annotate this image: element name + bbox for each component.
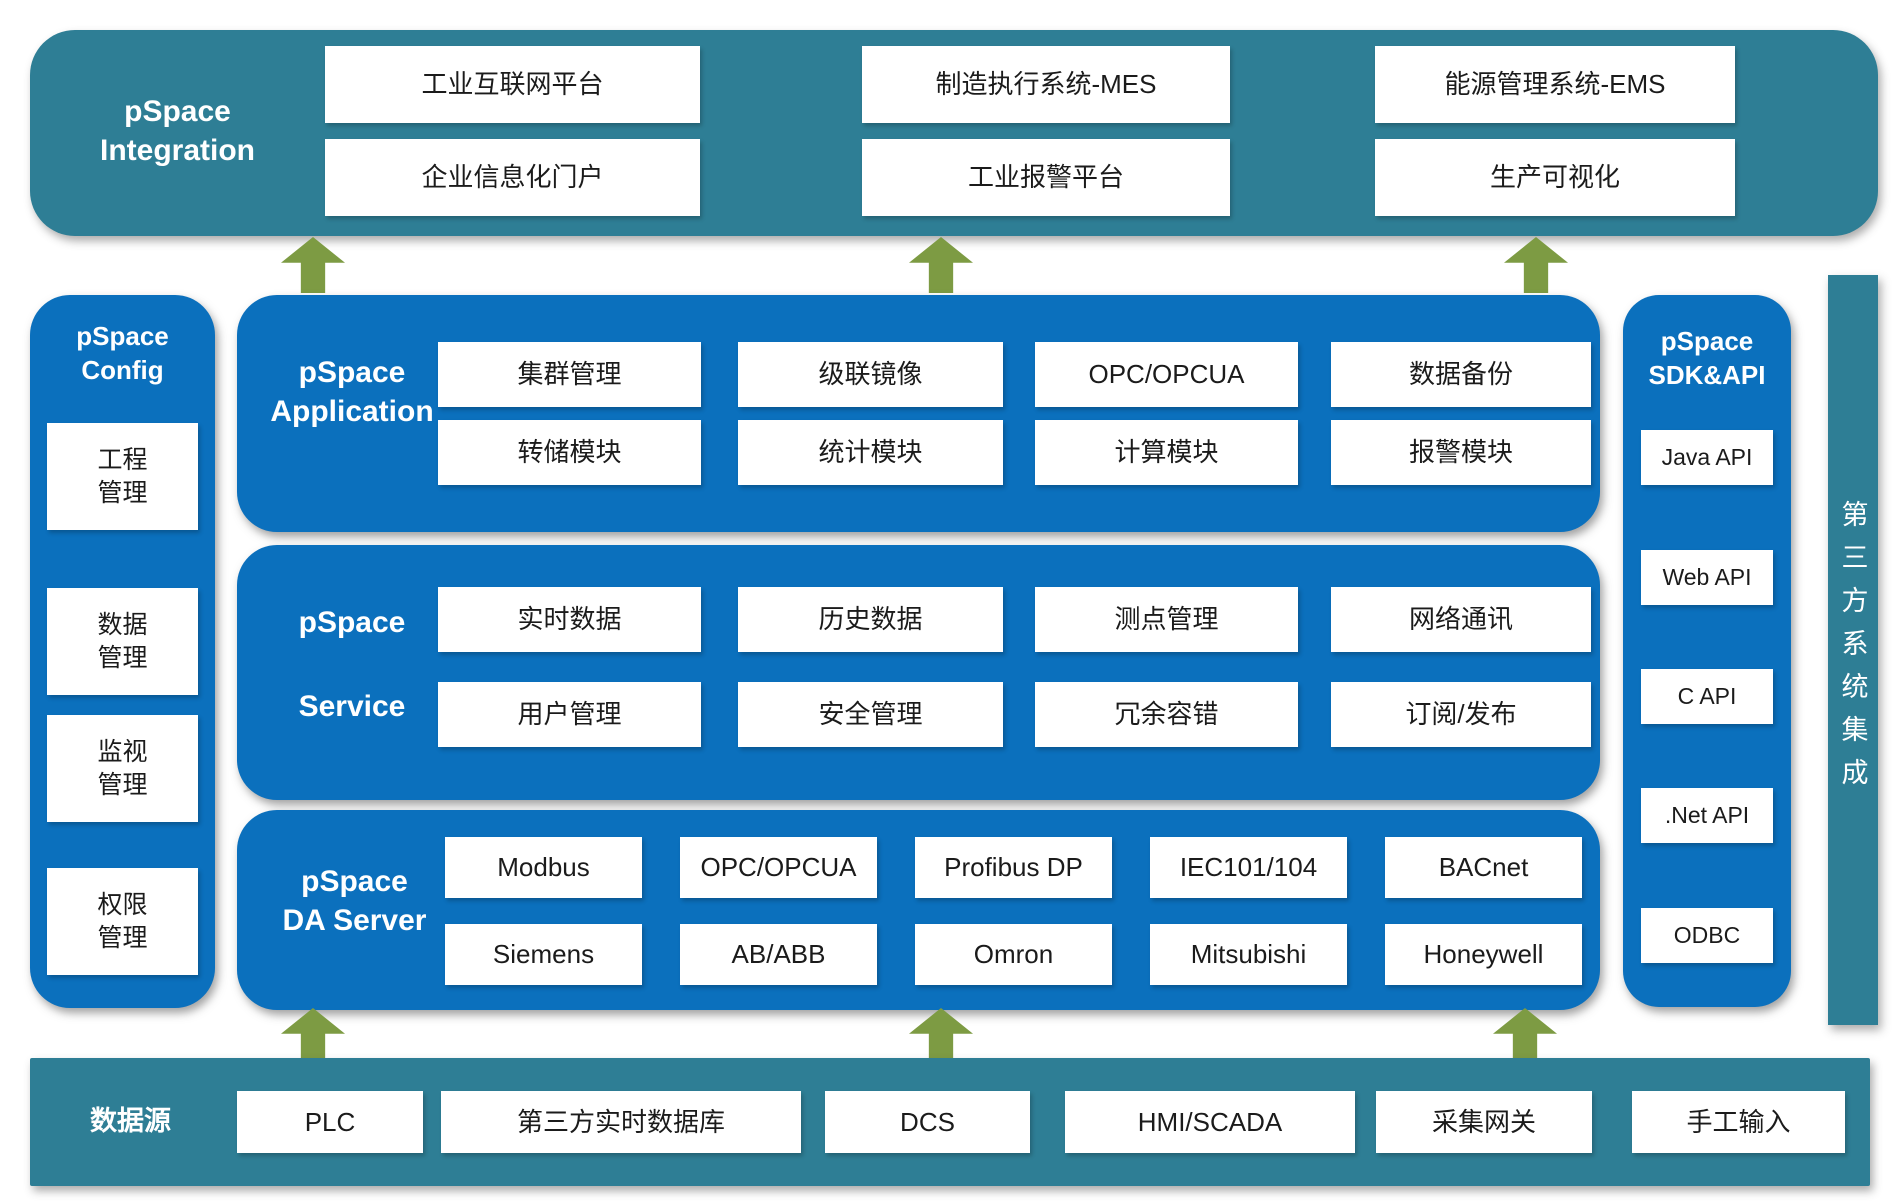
- datasource-box-dcs: DCS: [825, 1091, 1030, 1153]
- up-arrow-icon: [1493, 1008, 1557, 1064]
- config-title: pSpace Config: [76, 321, 169, 385]
- service-box-subscribe-publish: 订阅/发布: [1331, 682, 1591, 747]
- third-party-integration-label: 第三方系统集成: [1837, 499, 1868, 801]
- da-box-siemens: Siemens: [445, 924, 642, 985]
- service-box-security-management: 安全管理: [738, 682, 1003, 747]
- da-server-panel: pSpace DA Server Modbus OPC/OPCUA Profib…: [237, 810, 1600, 1010]
- sdk-api-title: pSpace SDK&API: [1648, 326, 1766, 390]
- da-box-honeywell: Honeywell: [1385, 924, 1582, 985]
- service-box-redundancy-fault-tolerance: 冗余容错: [1035, 682, 1298, 747]
- config-panel: pSpace Config 工程 管理 数据 管理 监视 管理 权限 管理: [30, 295, 215, 1008]
- app-box-cluster-management: 集群管理: [438, 342, 701, 407]
- sdk-box-odbc: ODBC: [1641, 908, 1773, 963]
- da-box-iec101-104: IEC101/104: [1150, 837, 1347, 898]
- service-box-history-data: 历史数据: [738, 587, 1003, 652]
- datasource-box-collection-gateway: 采集网关: [1376, 1091, 1592, 1153]
- sdk-box-web-api: Web API: [1641, 550, 1773, 605]
- integration-box-ems: 能源管理系统-EMS: [1375, 46, 1735, 123]
- datasource-title: 数据源: [90, 1106, 171, 1137]
- config-box-monitor-management: 监视 管理: [47, 715, 198, 822]
- service-box-network-communication: 网络通讯: [1331, 587, 1591, 652]
- integration-panel: pSpace Integration 工业互联网平台 企业信息化门户 制造执行系…: [30, 30, 1878, 236]
- sdk-box-dotnet-api: .Net API: [1641, 788, 1773, 843]
- datasource-box-plc: PLC: [237, 1091, 423, 1153]
- app-box-opc-opcua: OPC/OPCUA: [1035, 342, 1298, 407]
- app-box-data-backup: 数据备份: [1331, 342, 1591, 407]
- app-box-statistics-module: 统计模块: [738, 420, 1003, 485]
- integration-box-mes: 制造执行系统-MES: [862, 46, 1230, 123]
- datasource-bar: 数据源 PLC 第三方实时数据库 DCS HMI/SCADA 采集网关 手工输入: [30, 1058, 1870, 1186]
- integration-box-production-visualization: 生产可视化: [1375, 139, 1735, 216]
- sdk-box-c-api: C API: [1641, 669, 1773, 724]
- service-panel: pSpace Service 实时数据 历史数据 测点管理 网络通讯 用户管理 …: [237, 545, 1600, 800]
- app-box-dump-module: 转储模块: [438, 420, 701, 485]
- da-box-ab-abb: AB/ABB: [680, 924, 877, 985]
- up-arrow-icon: [909, 1008, 973, 1064]
- sdk-api-panel: pSpace SDK&API Java API Web API C API .N…: [1623, 295, 1791, 1007]
- da-box-mitsubishi: Mitsubishi: [1150, 924, 1347, 985]
- datasource-box-thirdparty-realtime-db: 第三方实时数据库: [441, 1091, 801, 1153]
- third-party-integration-bar: 第三方系统集成: [1828, 275, 1878, 1025]
- datasource-box-manual-input: 手工输入: [1632, 1091, 1845, 1153]
- da-box-bacnet: BACnet: [1385, 837, 1582, 898]
- config-box-project-management: 工程 管理: [47, 423, 198, 530]
- application-title: pSpace Application: [270, 356, 434, 428]
- up-arrow-icon: [281, 237, 345, 293]
- integration-title: pSpace Integration: [100, 95, 255, 167]
- up-arrow-icon: [1504, 237, 1568, 293]
- da-box-profibus-dp: Profibus DP: [915, 837, 1112, 898]
- da-box-omron: Omron: [915, 924, 1112, 985]
- service-box-tag-management: 测点管理: [1035, 587, 1298, 652]
- da-server-title: pSpace DA Server: [282, 865, 427, 937]
- config-box-permission-management: 权限 管理: [47, 868, 198, 975]
- up-arrow-icon: [909, 237, 973, 293]
- integration-box-industrial-alarm-platform: 工业报警平台: [862, 139, 1230, 216]
- service-box-realtime-data: 实时数据: [438, 587, 701, 652]
- service-title-line1: pSpace: [298, 606, 406, 639]
- app-box-alarm-module: 报警模块: [1331, 420, 1591, 485]
- integration-box-industrial-internet-platform: 工业互联网平台: [325, 46, 700, 123]
- app-box-calculation-module: 计算模块: [1035, 420, 1298, 485]
- up-arrow-icon: [281, 1008, 345, 1064]
- config-box-data-management: 数据 管理: [47, 588, 198, 695]
- service-box-user-management: 用户管理: [438, 682, 701, 747]
- da-box-modbus: Modbus: [445, 837, 642, 898]
- integration-box-enterprise-portal: 企业信息化门户: [325, 139, 700, 216]
- application-panel: pSpace Application 集群管理 级联镜像 OPC/OPCUA 数…: [237, 295, 1600, 532]
- service-title-line2: Service: [298, 690, 406, 723]
- app-box-cascade-mirror: 级联镜像: [738, 342, 1003, 407]
- sdk-box-java-api: Java API: [1641, 430, 1773, 485]
- da-box-opc-opcua: OPC/OPCUA: [680, 837, 877, 898]
- datasource-box-hmi-scada: HMI/SCADA: [1065, 1091, 1355, 1153]
